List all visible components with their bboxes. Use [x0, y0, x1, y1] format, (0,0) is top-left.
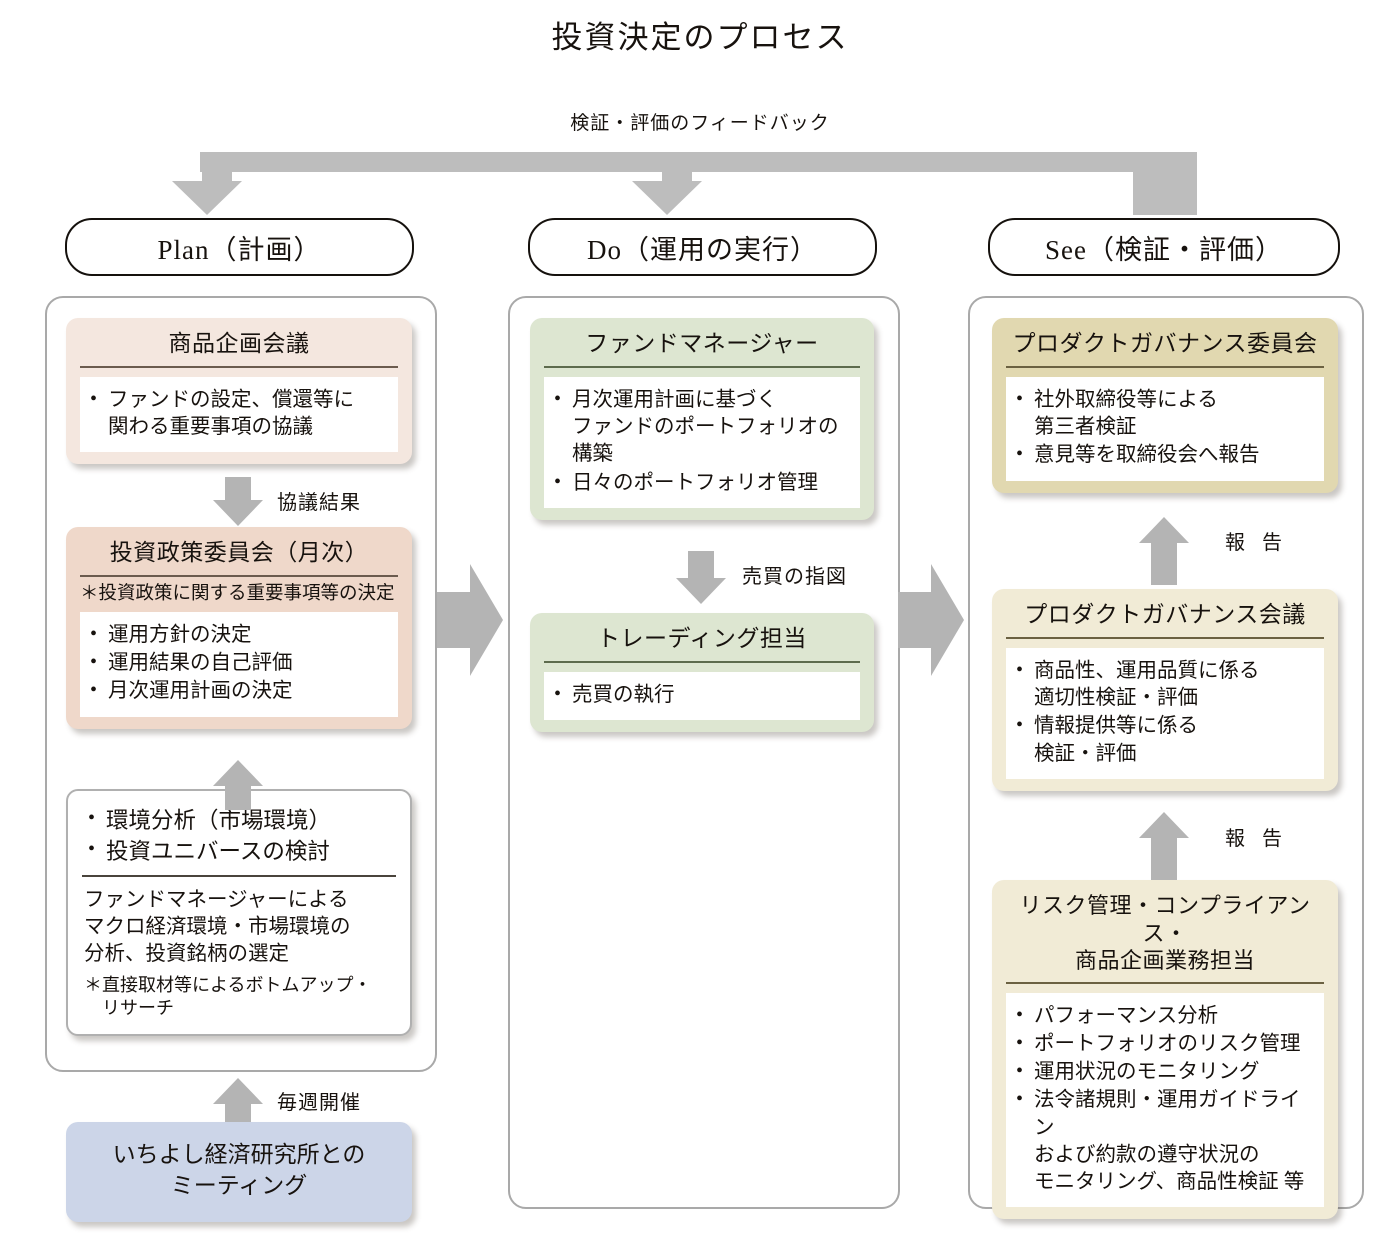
- card-note: ＊投資政策に関する重要事項等の決定: [80, 583, 395, 604]
- card-trading-desk: トレーディング担当 売買の執行: [530, 613, 874, 732]
- list-item: パフォーマンス分析: [1014, 1001, 1318, 1030]
- card-title: 投資政策委員会（月次）: [109, 540, 369, 565]
- feedback-arrow-head-do: [632, 181, 702, 215]
- card-bullets-top: 環境分析（市場環境） 投資ユニバースの検討: [82, 801, 396, 875]
- caption-report-lower: 報 告: [1225, 828, 1288, 850]
- divider: [1006, 636, 1324, 639]
- card-body: 売買の執行: [544, 671, 860, 720]
- caption-report-upper: 報 告: [1225, 532, 1288, 554]
- divider: [544, 660, 860, 663]
- feedback-arrow-stem-plan: [202, 152, 232, 182]
- arrow-stem: [225, 477, 251, 501]
- arrow-stem: [225, 1102, 251, 1122]
- arrow-right-plan-to-do: [437, 564, 503, 676]
- feedback-arrow-bar: [200, 152, 1197, 172]
- caption-trade-order: 売買の指図: [742, 566, 847, 588]
- arrow-head: [213, 1078, 263, 1104]
- divider: [1006, 981, 1324, 984]
- card-title: ファンドマネージャー: [585, 331, 819, 356]
- card-risk-compliance-product-planning: リスク管理・コンプライアンス・商品企画業務担当 パフォーマンス分析 ポートフォリ…: [992, 880, 1338, 1220]
- arrow-stem: [1151, 836, 1177, 880]
- card-body: 運用方針の決定 運用結果の自己評価 月次運用計画の決定: [80, 611, 398, 717]
- arrow-head: [676, 578, 726, 604]
- list-item: 運用状況のモニタリング: [1014, 1058, 1318, 1086]
- caption-consultation-result: 協議結果: [277, 492, 361, 514]
- phase-header-do: Do（運用の実行）: [528, 218, 877, 276]
- card-label: いちよし経済研究所とのミーティング: [112, 1142, 366, 1198]
- caption-weekly: 毎週開催: [277, 1092, 361, 1114]
- divider: [1006, 365, 1324, 368]
- page-title: 投資決定のプロセス: [551, 20, 849, 55]
- feedback-loop-label: 検証・評価のフィードバック: [570, 113, 830, 134]
- list-item: 環境分析（市場環境）: [86, 805, 396, 836]
- list-item: 売買の執行: [552, 681, 854, 709]
- card-title: プロダクトガバナンス委員会: [1012, 331, 1318, 356]
- card-sub-note: ＊直接取材等によるボトムアップ・ リサーチ: [84, 974, 372, 1018]
- divider: [80, 365, 398, 368]
- card-investment-policy-committee: 投資政策委員会（月次） ＊投資政策に関する重要事項等の決定 運用方針の決定 運用…: [66, 527, 412, 729]
- arrow-head: [1139, 517, 1189, 543]
- arrow-stem: [225, 784, 251, 810]
- list-item: 月次運用計画の決定: [88, 677, 392, 705]
- arrow-right-do-to-see: [898, 564, 964, 676]
- feedback-arrow-head-plan: [172, 181, 242, 215]
- list-item: 投資ユニバースの検討: [86, 836, 396, 867]
- card-environment-analysis: 環境分析（市場環境） 投資ユニバースの検討 ファンドマネージャーによるマクロ経済…: [66, 789, 412, 1037]
- card-note: ファンドマネージャーによるマクロ経済環境・市場環境の分析、投資銘柄の選定: [84, 888, 351, 966]
- card-title: リスク管理・コンプライアンス・商品企画業務担当: [1019, 893, 1311, 973]
- list-item: 意見等を取締役会へ報告: [1014, 441, 1318, 469]
- feedback-arrow-stem-do: [662, 152, 692, 182]
- card-title: プロダクトガバナンス会議: [1024, 602, 1306, 627]
- list-item: 運用方針の決定: [88, 621, 392, 649]
- arrow-stem: [1151, 541, 1177, 585]
- arrow-head: [213, 760, 263, 786]
- phase-header-see: See（検証・評価）: [988, 218, 1340, 276]
- card-ichiyoshi-research-meeting: いちよし経済研究所とのミーティング: [66, 1122, 412, 1222]
- arrow-head: [213, 500, 263, 526]
- divider: [544, 365, 860, 368]
- card-body: パフォーマンス分析 ポートフォリオのリスク管理 運用状況のモニタリング 法令諸規…: [1006, 992, 1324, 1208]
- phase-header-plan: Plan（計画）: [65, 218, 414, 276]
- divider: [80, 574, 398, 577]
- divider: [82, 874, 396, 877]
- list-item: 運用結果の自己評価: [88, 649, 392, 677]
- card-title: 商品企画会議: [168, 331, 310, 356]
- list-item: 日々のポートフォリオ管理: [552, 468, 854, 497]
- list-item: ポートフォリオのリスク管理: [1014, 1030, 1318, 1058]
- feedback-arrow-riser: [1133, 152, 1197, 215]
- arrow-stem: [688, 551, 714, 579]
- card-title: トレーディング担当: [597, 626, 807, 651]
- arrow-head: [1139, 812, 1189, 838]
